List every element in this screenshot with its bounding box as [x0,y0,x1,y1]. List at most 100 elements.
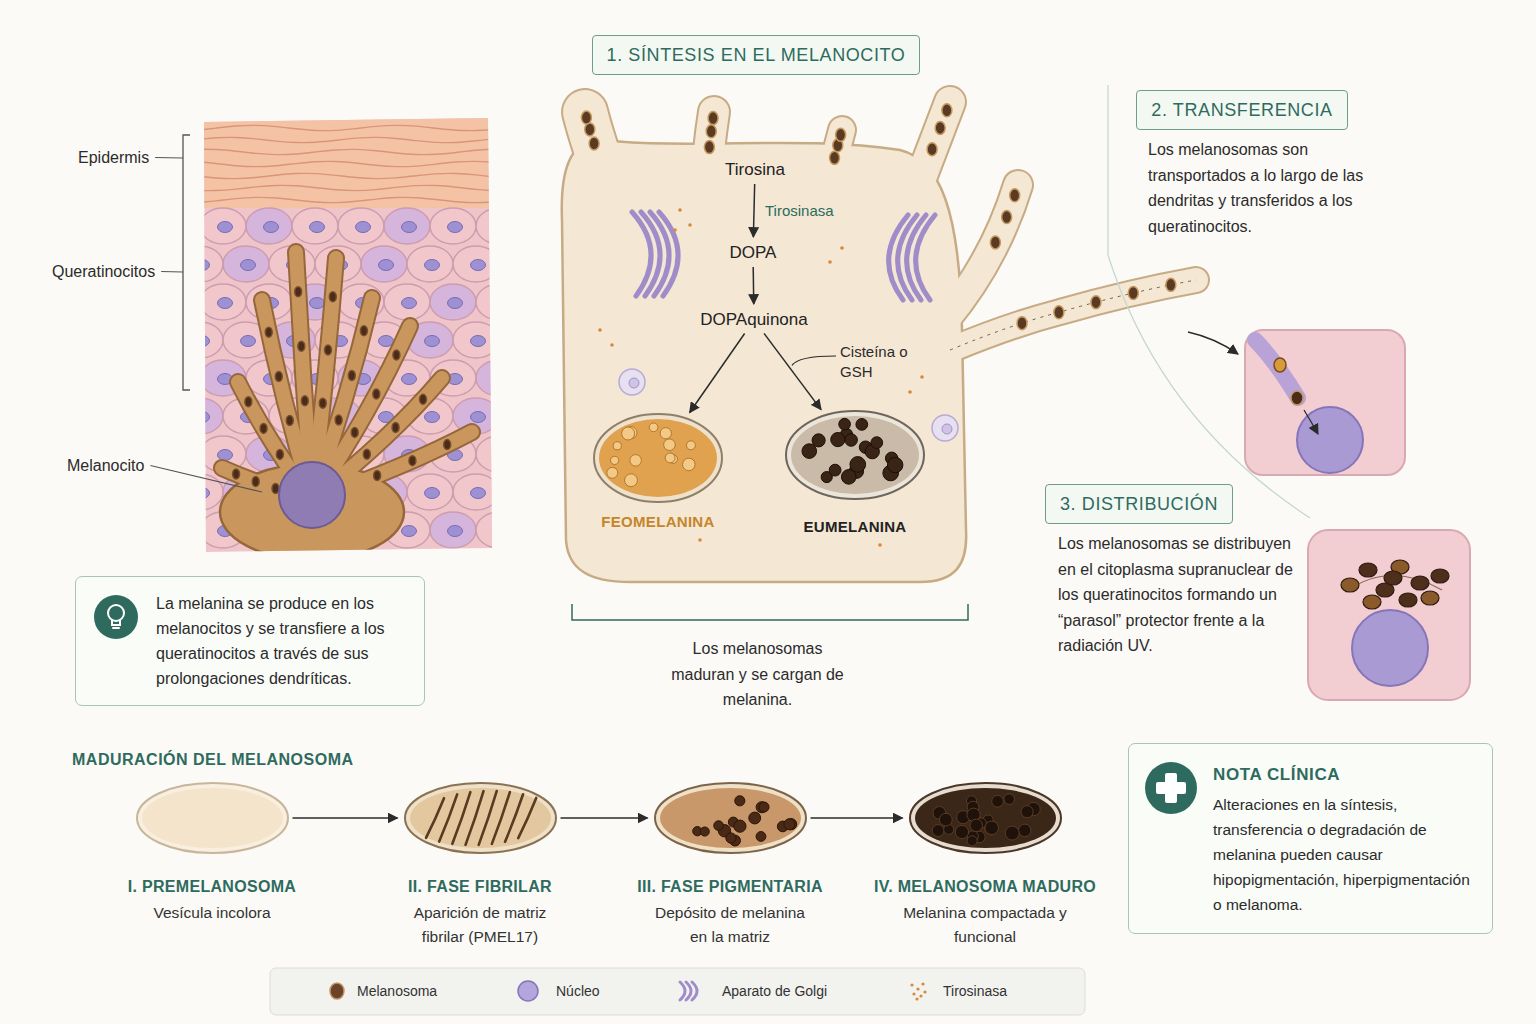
keratinocyte-nucleus [379,260,394,271]
layer-label: Epidermis [78,148,149,167]
keratinocyte [177,398,223,434]
pigment-granule [622,427,635,440]
keratinocyte [453,246,499,282]
separator [1107,85,1108,255]
keratinocyte [177,474,223,510]
tyrosinase-dot [673,228,677,232]
keratinocyte [1308,530,1470,700]
bulb-base [112,620,120,628]
melanosome-shape [908,781,1063,855]
connector-arrow [293,817,398,819]
keratinocyte-nucleus [494,222,509,233]
keratinocyte [407,246,453,282]
melanosome-cap [1341,578,1359,592]
node-text: EUMELANINA [770,517,940,537]
melanosome-matrix [660,788,801,848]
pigment-granule [831,432,845,446]
keratinocyte-nucleus [218,222,233,233]
keratinocyte-nucleus [172,374,187,385]
keratinocyte [1245,330,1405,475]
dendrite [950,280,1196,350]
node-heading: III. FASE PIGMENTARIA [610,877,850,897]
keratinocyte [177,246,223,282]
corneum-line [196,185,496,191]
corneum-line [196,173,496,178]
melanosome-membrane [594,414,722,502]
melanosome [373,389,380,399]
pigment-granule [984,821,998,835]
melanosome-cap [1359,563,1377,577]
legend-text: Melanosoma [357,982,437,1000]
melanosome [990,236,1000,249]
melanosome [393,350,400,360]
golgi-sample [692,982,697,1000]
melanosome-matrix [410,788,551,848]
keratinocyte-nucleus [241,336,256,347]
melanosome [935,121,945,134]
node-text: DOPA [730,243,777,263]
node-text: FEOMELANINA [573,512,743,532]
melanosome [589,137,599,150]
melanosome-membrane [655,783,806,853]
melanosome-shape [653,781,808,855]
pigment-granule [829,464,841,476]
melanosome [360,326,367,336]
tyrosinase-sample [916,987,919,990]
leader-line [155,157,183,159]
keratinocyte [361,246,407,282]
tyrosinase-dot [828,260,832,264]
node-text: 1. SÍNTESIS EN EL MELANOCITO [607,44,906,66]
pmel-fibril [518,798,536,838]
melanosome [245,397,252,407]
keratinocyte [453,474,499,510]
tissue-melanocyte [220,252,472,560]
golgi-cisterna [659,212,678,296]
keratinocyte-nucleus [494,298,509,309]
keratinocyte-nucleus [471,412,486,423]
melanosome-sample [330,983,344,999]
keratinocyte-nucleus [471,336,486,347]
melanosome-drawing [592,412,724,504]
keratinocyte [154,208,200,244]
tyrosinase-dot [878,543,882,547]
node-text: La melanina se produce en los melanocito… [156,591,410,691]
legend-text: Tirosinasa [943,982,1007,1000]
legend-sample [518,981,538,1001]
pigment-granule [783,819,794,830]
legend-bar [270,968,1085,1015]
melanosome [329,292,336,302]
pigment-granule [660,428,671,439]
pigment-granule [939,813,952,826]
tyrosinase-dot [688,223,692,227]
dendrite-tip [1255,340,1298,398]
pigment-granule [970,819,982,831]
melanosome-cap [1363,595,1381,609]
keratinocyte [177,322,223,358]
melanosome [295,287,302,297]
nucleus-sample [518,981,538,1001]
melanosome [1091,296,1101,309]
melanosome-shape [592,412,724,504]
label-leader [792,356,836,365]
step-description: Los melanosomas son transportados a lo l… [1148,137,1383,239]
tyrosinase-sample [910,983,913,986]
uptake-arrow [1304,410,1318,434]
melanosome [704,141,714,154]
corneum-line [196,149,496,155]
melanosome [420,394,427,404]
eumelanosome: EUMELANINA [770,409,940,537]
tip-icon [94,595,138,639]
legend-sample [330,983,344,999]
keratinocyte-nucleus [264,222,279,233]
melanosome [301,396,308,406]
keratinocyte-nucleus [425,336,440,347]
melanosome [233,469,240,479]
vesicle-core [942,424,952,434]
skin-section [154,112,522,560]
node-heading: II. FASE FIBRILAR [360,877,600,897]
melanosome-membrane [786,411,924,499]
keratinocyte-nucleus [494,526,509,537]
keratinocyte-nucleus [195,260,210,271]
pigment-granule [839,418,851,430]
melanosome-cap [1399,593,1417,607]
